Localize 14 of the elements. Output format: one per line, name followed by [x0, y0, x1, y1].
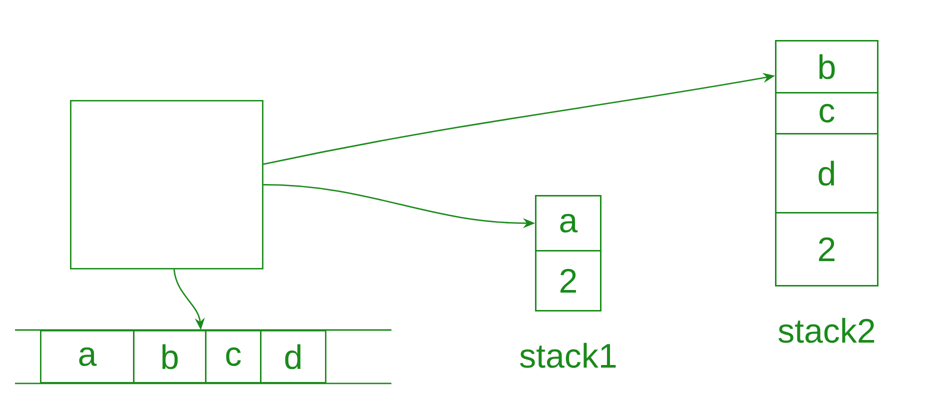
array-cell: a — [40, 330, 134, 384]
stack-label: stack2 — [778, 318, 874, 343]
stack-cell: d — [775, 133, 878, 214]
process-box — [70, 100, 264, 270]
stack-cell: a — [535, 195, 602, 252]
stack-cell: b — [775, 40, 878, 94]
stack-cell: 2 — [775, 212, 878, 286]
stack-cell: c — [775, 92, 878, 134]
stack-cell: 2 — [535, 250, 602, 312]
array-cell: b — [133, 330, 206, 384]
array-cell: c — [205, 330, 262, 384]
array-cell: d — [260, 330, 326, 384]
stack-label: stack1 — [520, 342, 616, 368]
array-bar — [15, 329, 392, 384]
